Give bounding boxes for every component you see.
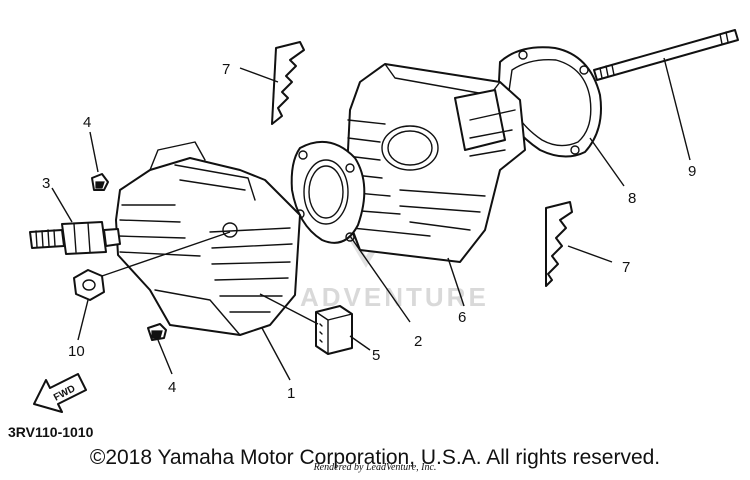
clip-upper-part-7[interactable] — [271, 41, 305, 125]
cylinder-head-part-1[interactable] — [115, 141, 301, 336]
hex-nut-part-10[interactable] — [73, 269, 105, 301]
callout-3[interactable]: 3 — [42, 175, 50, 192]
callout-10[interactable]: 10 — [68, 343, 85, 360]
spark-plug-part-3[interactable] — [29, 221, 121, 255]
nut-lower-part-4[interactable] — [147, 323, 167, 341]
diagram-code: 3RV110-1010 — [8, 424, 94, 440]
clip-right-part-7[interactable] — [545, 201, 573, 287]
callout-6[interactable]: 6 — [458, 309, 466, 326]
callout-8[interactable]: 8 — [628, 190, 636, 207]
callout-7-right[interactable]: 7 — [622, 259, 630, 276]
stud-bolt-part-9[interactable] — [593, 29, 739, 81]
callout-2[interactable]: 2 — [414, 333, 422, 350]
callout-4-upper[interactable]: 4 — [83, 114, 91, 131]
callout-7-upper[interactable]: 7 — [222, 61, 230, 78]
callout-9[interactable]: 9 — [688, 163, 696, 180]
nut-upper-part-4[interactable] — [91, 173, 109, 191]
callout-5[interactable]: 5 — [372, 347, 380, 364]
base-gasket-part-2[interactable] — [290, 141, 366, 244]
copyright-notice: ©2018 Yamaha Motor Corporation, U.S.A. A… — [89, 446, 661, 469]
callout-4-lower[interactable]: 4 — [168, 379, 176, 396]
fwd-arrow-icon: FWD — [33, 373, 87, 413]
callout-1[interactable]: 1 — [287, 385, 295, 402]
rendered-by-notice: Rendered by LeadVenture, Inc. — [313, 462, 437, 473]
bracket-part-5[interactable] — [315, 305, 353, 355]
cylinder-part-6[interactable] — [344, 63, 526, 263]
